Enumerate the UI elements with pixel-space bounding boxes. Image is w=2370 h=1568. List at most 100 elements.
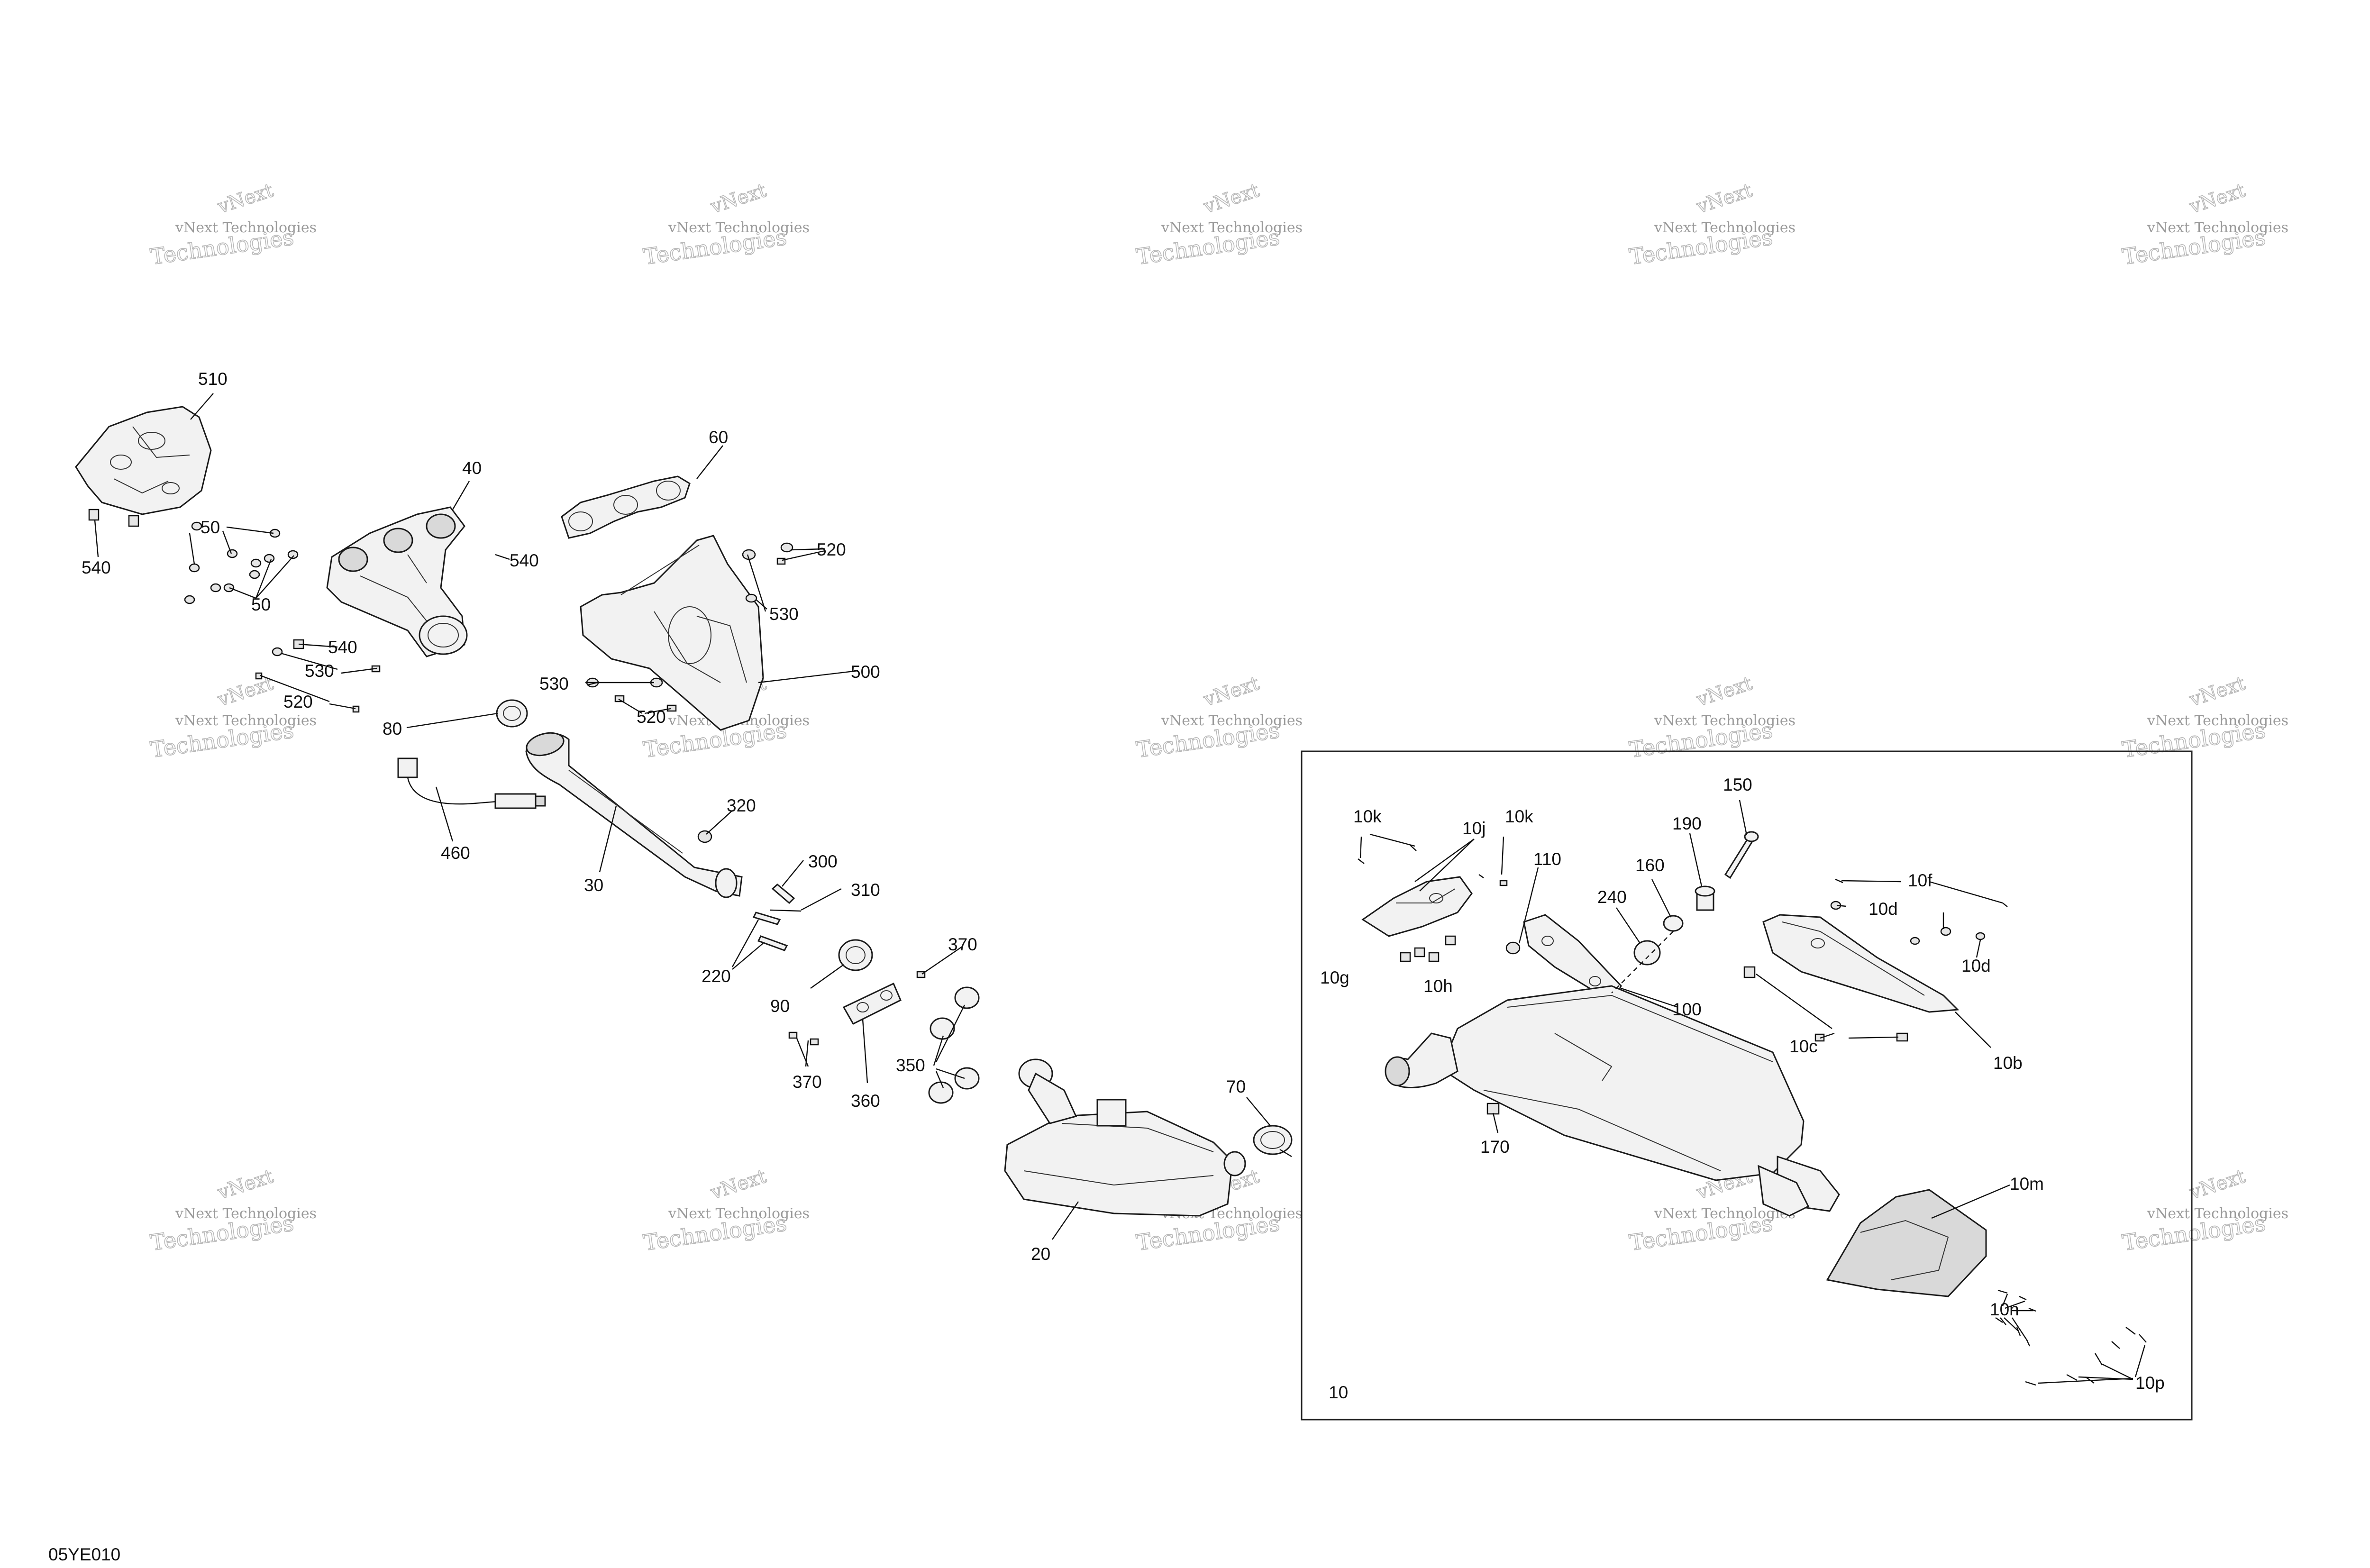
callout: 10d [1961,956,1991,975]
gasket-90 [838,939,873,971]
callout: 360 [851,1091,880,1111]
callout: 300 [808,852,838,871]
callout: 160 [1635,856,1665,875]
callout: 520 [637,707,666,727]
spring-220 [757,935,788,951]
svg-text:vNext: vNext [215,1166,276,1204]
svg-text:vNext Technologies: vNext Technologies [1161,712,1303,729]
svg-text:vNext: vNext [1694,180,1755,218]
figure-code: 05YE010 [48,1545,120,1564]
gasket-60 [561,475,691,539]
callout: 60 [709,428,728,447]
bolt-370 [810,1038,819,1046]
screws-10k-10j [1358,845,1508,886]
callout: 500 [851,662,880,682]
svg-text:vNext: vNext [1201,180,1262,218]
callout: 520 [283,692,313,711]
nut-320 [697,830,712,843]
callout: 70 [1226,1077,1246,1096]
callout: 10b [1993,1053,2023,1073]
svg-text:vNext Technologies: vNext Technologies [2147,219,2288,236]
hardware-10f-10d-10c [1743,878,2008,1042]
heat-guard-10g [1361,876,1473,937]
callout: 510 [198,369,228,389]
callout: 80 [383,719,402,738]
callout: 10c [1789,1037,1818,1056]
callout: 150 [1723,775,1752,794]
svg-text:vNext Technologies: vNext Technologies [2147,712,2288,729]
end-cap-10m [1826,1189,1987,1297]
exhaust-manifold-40 [326,506,468,657]
svg-text:vNext: vNext [2187,180,2248,218]
nut-540 [88,509,100,521]
callout: 10h [1423,976,1453,996]
callout: 50 [201,518,220,537]
bolt-370 [788,1031,798,1039]
callout: 350 [896,1056,925,1075]
spring-220 [752,912,781,925]
oxygen-sensor-460 [397,757,546,809]
svg-text:vNext: vNext [708,1166,769,1204]
nut-110 [1505,941,1521,955]
nut-170 [1486,1103,1500,1115]
callout: 20 [1031,1244,1050,1264]
callout: 530 [539,674,569,693]
grommet-240 [1633,940,1661,966]
callout: 370 [948,935,977,954]
callout: 540 [82,558,111,577]
callout: 190 [1672,814,1702,833]
callout: 10p [2135,1373,2165,1393]
callout: 30 [584,875,603,895]
callout: 240 [1597,887,1627,907]
heat-shield-500 [580,535,764,731]
callout-labels: 510 540 50 50 40 540 60 520 530 540 530 … [82,369,2165,1402]
callout: 10m [2010,1174,2044,1194]
callout: 50 [251,595,271,614]
bolt-310 [770,909,802,912]
callout: 10g [1320,968,1349,987]
screws-10n-10p [1997,1289,2147,1386]
callout: 10k [1353,807,1382,826]
callout: 320 [727,796,756,815]
washer-160 [1663,915,1684,932]
callout: 170 [1480,1137,1510,1157]
svg-text:vNext Technologies: vNext Technologies [668,1205,810,1222]
svg-text:vNext: vNext [1201,673,1262,711]
clamp-70 [1253,1125,1293,1158]
svg-text:vNext: vNext [2187,673,2248,711]
callout: 10f [1908,871,1932,890]
bolt-150 [1724,831,1759,879]
callout: 10j [1462,819,1486,838]
leader-lines [94,393,2146,1384]
callout: 40 [462,458,482,478]
hardware-520-530 [255,542,793,713]
callout: 220 [702,966,731,986]
callout: 370 [793,1072,822,1092]
bracket-360 [842,982,902,1025]
svg-text:vNext Technologies: vNext Technologies [1161,219,1303,236]
callout: 110 [1533,849,1561,869]
callout: 10k [1505,807,1533,826]
svg-text:vNext: vNext [2187,1166,2248,1204]
spacer-190 [1695,885,1715,911]
callout: 520 [817,540,846,559]
svg-text:vNext Technologies: vNext Technologies [175,1205,317,1222]
svg-text:vNext Technologies: vNext Technologies [1654,219,1796,236]
svg-text:vNext Technologies: vNext Technologies [2147,1205,2288,1222]
svg-text:vNext Technologies: vNext Technologies [175,712,317,729]
svg-text:vNext: vNext [708,180,769,218]
callout: 10n [1990,1300,2019,1319]
heat-shield-10b [1762,914,1960,1013]
